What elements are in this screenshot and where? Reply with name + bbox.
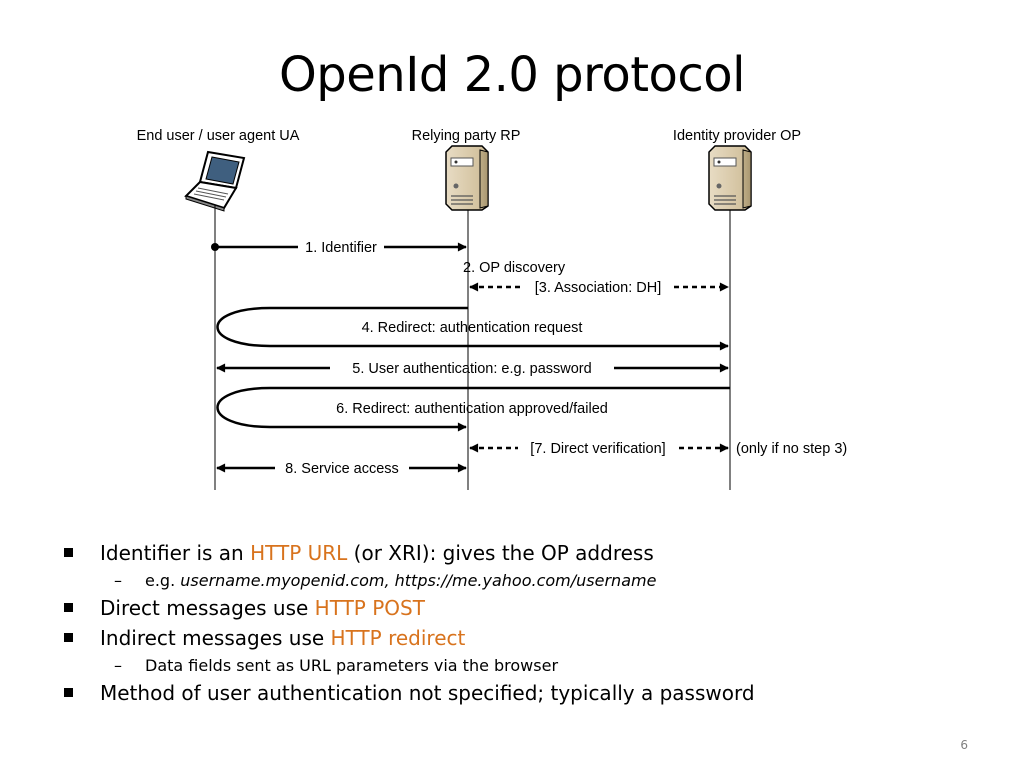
slide-title: OpenId 2.0 protocol [279,47,745,103]
bullet-direct-messages: Direct messages use HTTP POST [62,593,982,623]
actor-label-rp: Relying party RP [412,128,521,144]
actor-label-op: Identity provider OP [673,128,801,144]
bullet-list: Identifier is an HTTP URL (or XRI): give… [62,538,982,708]
message-3-association: [3. Association: DH] [469,280,729,296]
highlight-http-redirect: HTTP redirect [330,626,466,650]
dash-bullet: – [114,656,122,675]
sequence-diagram: End user / user agent UA Relying party R… [137,128,847,490]
message-6-label: 6. Redirect: authentication approved/fai… [336,401,608,417]
square-bullet-icon [64,688,73,697]
page-number: 6 [960,738,968,752]
message-8-label: 8. Service access [285,461,399,477]
square-bullet-icon [64,633,73,642]
dash-bullet: – [114,571,122,590]
server-icon-op [708,145,752,211]
message-3-label: [3. Association: DH] [535,280,662,296]
bullet-user-authentication: Method of user authentication not specif… [62,678,982,708]
message-5-label: 5. User authentication: e.g. password [352,361,591,377]
bullet-identifier: Identifier is an HTTP URL (or XRI): give… [62,538,982,568]
sub-bullet-example: – e.g. username.myopenid.com, https://me… [62,568,982,593]
message-7-direct-verification: [7. Direct verification] (only if no ste… [469,441,847,457]
square-bullet-icon [64,548,73,557]
bullet-indirect-messages: Indirect messages use HTTP redirect [62,623,982,653]
message-1-identifier: 1. Identifier [211,240,467,256]
message-2-label: 2. OP discovery [463,260,566,276]
sub-bullet-data-fields: – Data fields sent as URL parameters via… [62,653,982,678]
message-7-label: [7. Direct verification] [530,441,665,457]
message-1-label: 1. Identifier [305,240,377,256]
message-8-service-access: 8. Service access [216,461,467,477]
actor-label-ua: End user / user agent UA [137,128,300,144]
highlight-http-url: HTTP URL [250,541,348,565]
square-bullet-icon [64,603,73,612]
example-urls: username.myopenid.com, https://me.yahoo.… [180,571,657,590]
message-5-user-authentication: 5. User authentication: e.g. password [216,361,729,377]
message-4-redirect-request: 4. Redirect: authentication request [216,306,729,351]
server-icon-rp [445,145,489,211]
message-7-note: (only if no step 3) [736,441,847,457]
message-6-redirect-result: 6. Redirect: authentication approved/fai… [216,386,730,432]
highlight-http-post: HTTP POST [314,596,425,620]
message-4-label: 4. Redirect: authentication request [362,320,583,336]
laptop-icon [184,150,246,212]
